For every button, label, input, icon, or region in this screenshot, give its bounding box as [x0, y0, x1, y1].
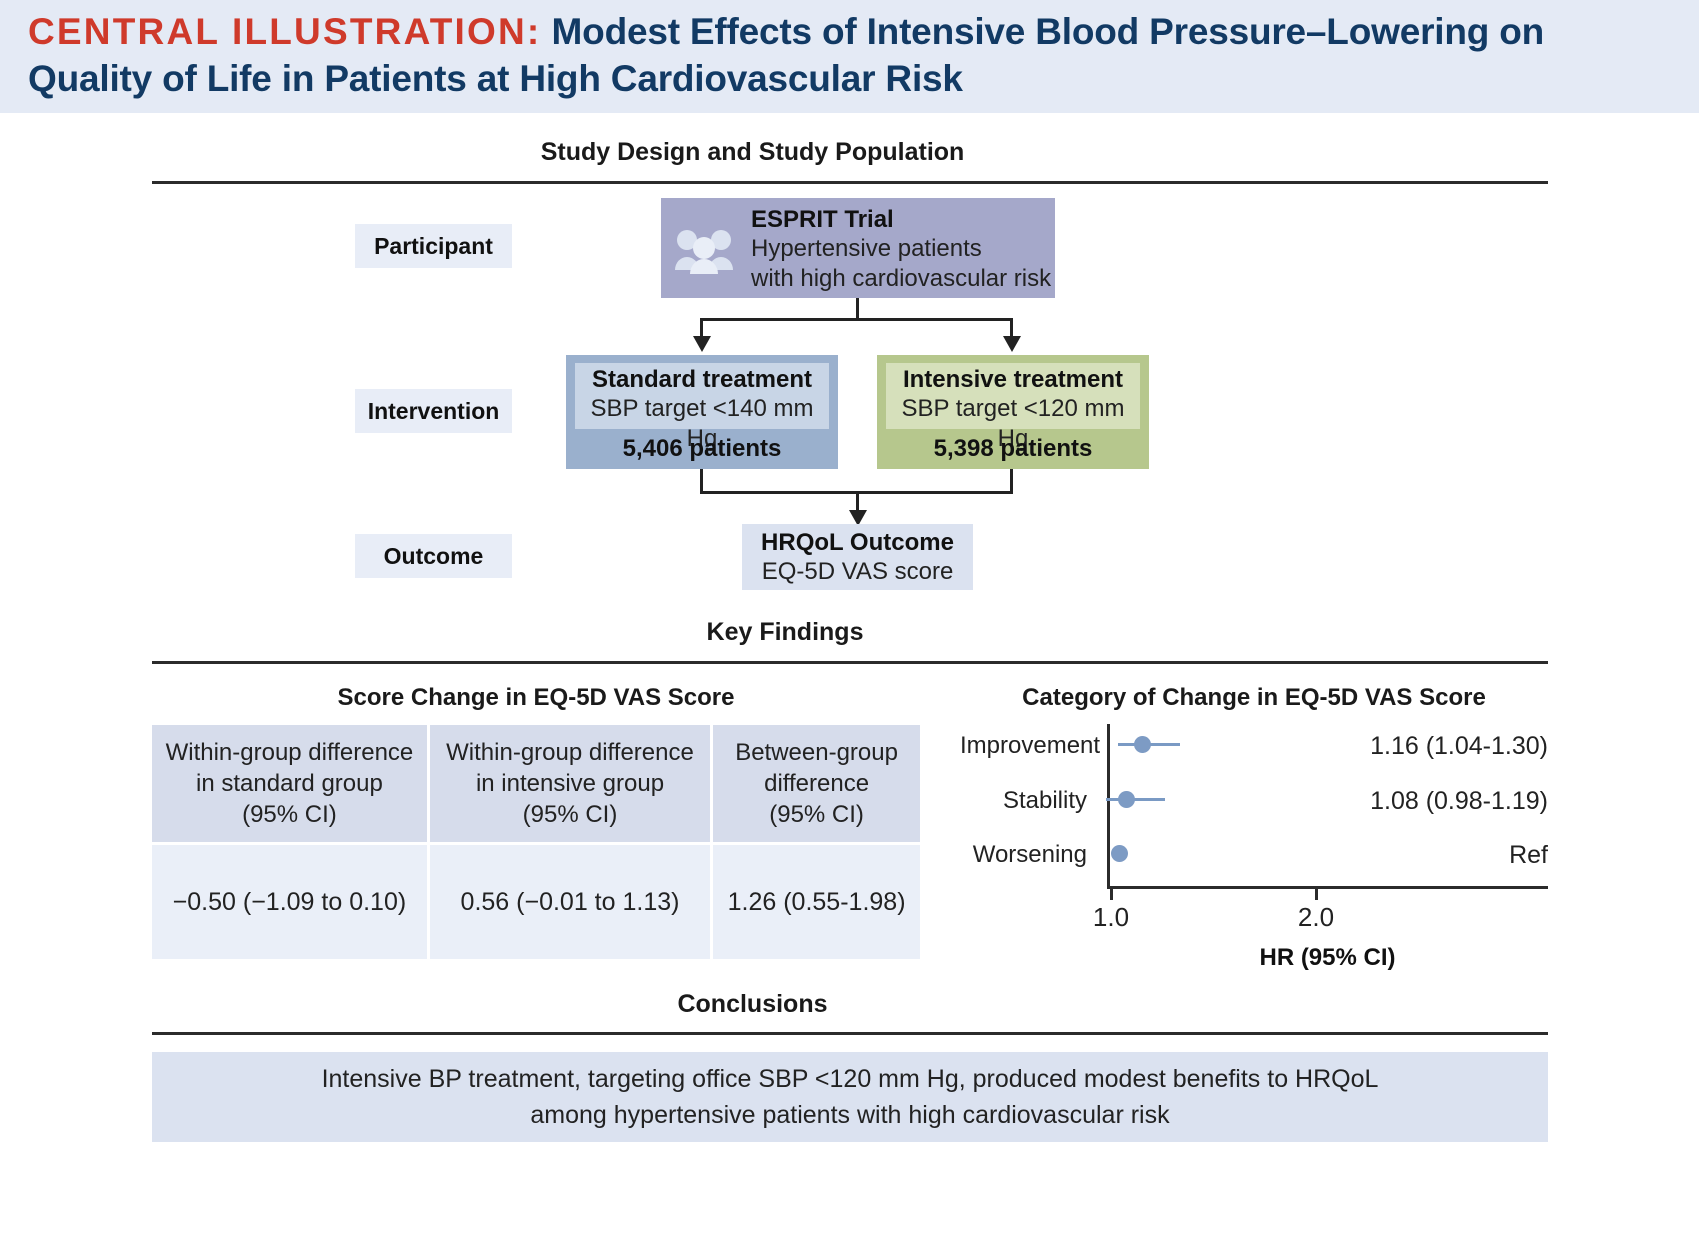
connector-split-horizontal [700, 318, 1013, 321]
table-header-row: Within-group difference in standard grou… [152, 725, 920, 845]
table-header-cell: Within-group difference in intensive gro… [429, 725, 714, 845]
section-title-study-design: Study Design and Study Population [540, 138, 965, 166]
forest-value-stability: 1.08 (0.98-1.19) [1370, 787, 1548, 815]
forest-dot-worsening [1111, 845, 1128, 862]
connector-participant-vertical [856, 298, 859, 320]
table-cell-intensive-diff: 0.56 (−0.01 to 1.13) [429, 845, 714, 959]
standard-treatment-box: Standard treatment SBP target <140 mm Hg… [566, 355, 838, 469]
forest-plot-title: Category of Change in EQ-5D VAS Score [1022, 684, 1486, 711]
header-line: (95% CI) [242, 801, 337, 828]
standard-title: Standard treatment [591, 366, 813, 393]
header-line: Between-group [735, 739, 898, 766]
header-line: in intensive group [475, 770, 665, 797]
row-label-outcome: Outcome [355, 534, 512, 578]
participant-line1: Hypertensive patients [751, 235, 982, 262]
connector-standard-down [700, 469, 703, 493]
standard-inner-panel: Standard treatment SBP target <140 mm Hg [575, 363, 829, 452]
conclusion-line1: Intensive BP treatment, targeting office… [321, 1065, 1379, 1093]
section-title-key-findings: Key Findings [706, 618, 864, 646]
people-icon [673, 226, 735, 274]
header-line: (95% CI) [522, 801, 618, 828]
connector-outcome-vertical [856, 491, 859, 513]
section-title-conclusions: Conclusions [677, 990, 828, 1018]
intensive-inner-panel: Intensive treatment SBP target <120 mm H… [886, 363, 1140, 452]
table-cell-between-diff: 1.26 (0.55-1.98) [713, 845, 920, 959]
outcome-box: HRQoL Outcome EQ-5D VAS score [742, 524, 973, 590]
intensive-count: 5,398 patients [933, 435, 1093, 462]
participant-line2: with high cardiovascular risk [751, 265, 1052, 292]
forest-xticklabel-1: 1.0 [1092, 902, 1130, 932]
row-label-participant: Participant [355, 224, 512, 268]
intensive-title: Intensive treatment [902, 366, 1124, 393]
connector-drop-left [700, 318, 703, 340]
outcome-title: HRQoL Outcome [761, 529, 954, 556]
forest-value-worsening: Ref [1509, 841, 1548, 869]
header-line: Within-group difference [446, 739, 694, 766]
central-illustration-label: CENTRAL ILLUSTRATION: [28, 11, 542, 52]
forest-category-worsening: Worsening [972, 841, 1087, 868]
participant-title: ESPRIT Trial [751, 206, 894, 233]
table-header-cell: Between-group difference (95% CI) [713, 725, 920, 845]
forest-dot-improvement [1134, 736, 1151, 753]
intensive-treatment-box: Intensive treatment SBP target <120 mm H… [877, 355, 1149, 469]
divider-conclusions [152, 1032, 1548, 1035]
arrowhead-outcome [849, 510, 867, 526]
forest-ci-stability [1106, 798, 1165, 801]
score-change-table: Within-group difference in standard grou… [152, 725, 920, 959]
page-title: CENTRAL ILLUSTRATION: Modest Effects of … [28, 8, 1671, 102]
standard-target: SBP target <140 mm Hg [590, 395, 814, 452]
arrowhead-standard [693, 336, 711, 352]
forest-plot: Improvement Stability Worsening 1.0 2.0 … [960, 722, 1548, 971]
header-line: difference [764, 770, 870, 797]
forest-x-axis [1107, 886, 1548, 889]
divider-key-findings [152, 661, 1548, 664]
forest-category-improvement: Improvement [960, 732, 1101, 759]
intensive-target: SBP target <120 mm Hg [901, 395, 1125, 452]
row-label-intervention: Intervention [355, 389, 512, 433]
header-banner: CENTRAL ILLUSTRATION: Modest Effects of … [0, 0, 1699, 113]
forest-value-improvement: 1.16 (1.04-1.30) [1370, 732, 1548, 760]
forest-category-stability: Stability [1002, 787, 1087, 814]
forest-xtick-1 [1110, 889, 1113, 900]
table-header-cell: Within-group difference in standard grou… [152, 725, 430, 845]
header-line: Within-group difference [165, 739, 414, 766]
arrowhead-intensive [1003, 336, 1021, 352]
conclusion-line2: among hypertensive patients with high ca… [530, 1101, 1170, 1129]
standard-count: 5,406 patients [622, 435, 782, 462]
header-line: (95% CI) [769, 801, 864, 828]
participant-box: ESPRIT Trial Hypertensive patients with … [661, 198, 1055, 298]
table-cell-standard-diff: −0.50 (−1.09 to 0.10) [152, 845, 430, 959]
divider-study-design [152, 181, 1548, 184]
connector-intensive-down [1010, 469, 1013, 493]
forest-x-axis-title: HR (95% CI) [1259, 944, 1396, 971]
header-line: in standard group [196, 770, 383, 797]
forest-xticklabel-2: 2.0 [1297, 902, 1335, 932]
outcome-subtitle: EQ-5D VAS score [761, 558, 954, 585]
page-title-text: Modest Effects of Intensive Blood Pressu… [28, 11, 1545, 99]
forest-dot-stability [1118, 791, 1135, 808]
forest-y-axis [1107, 724, 1110, 888]
connector-drop-right [1010, 318, 1013, 340]
conclusion-box: Intensive BP treatment, targeting office… [152, 1052, 1548, 1142]
score-table-title: Score Change in EQ-5D VAS Score [337, 684, 735, 711]
forest-xtick-2 [1315, 889, 1318, 900]
table-row: −0.50 (−1.09 to 0.10) 0.56 (−0.01 to 1.1… [152, 845, 920, 959]
